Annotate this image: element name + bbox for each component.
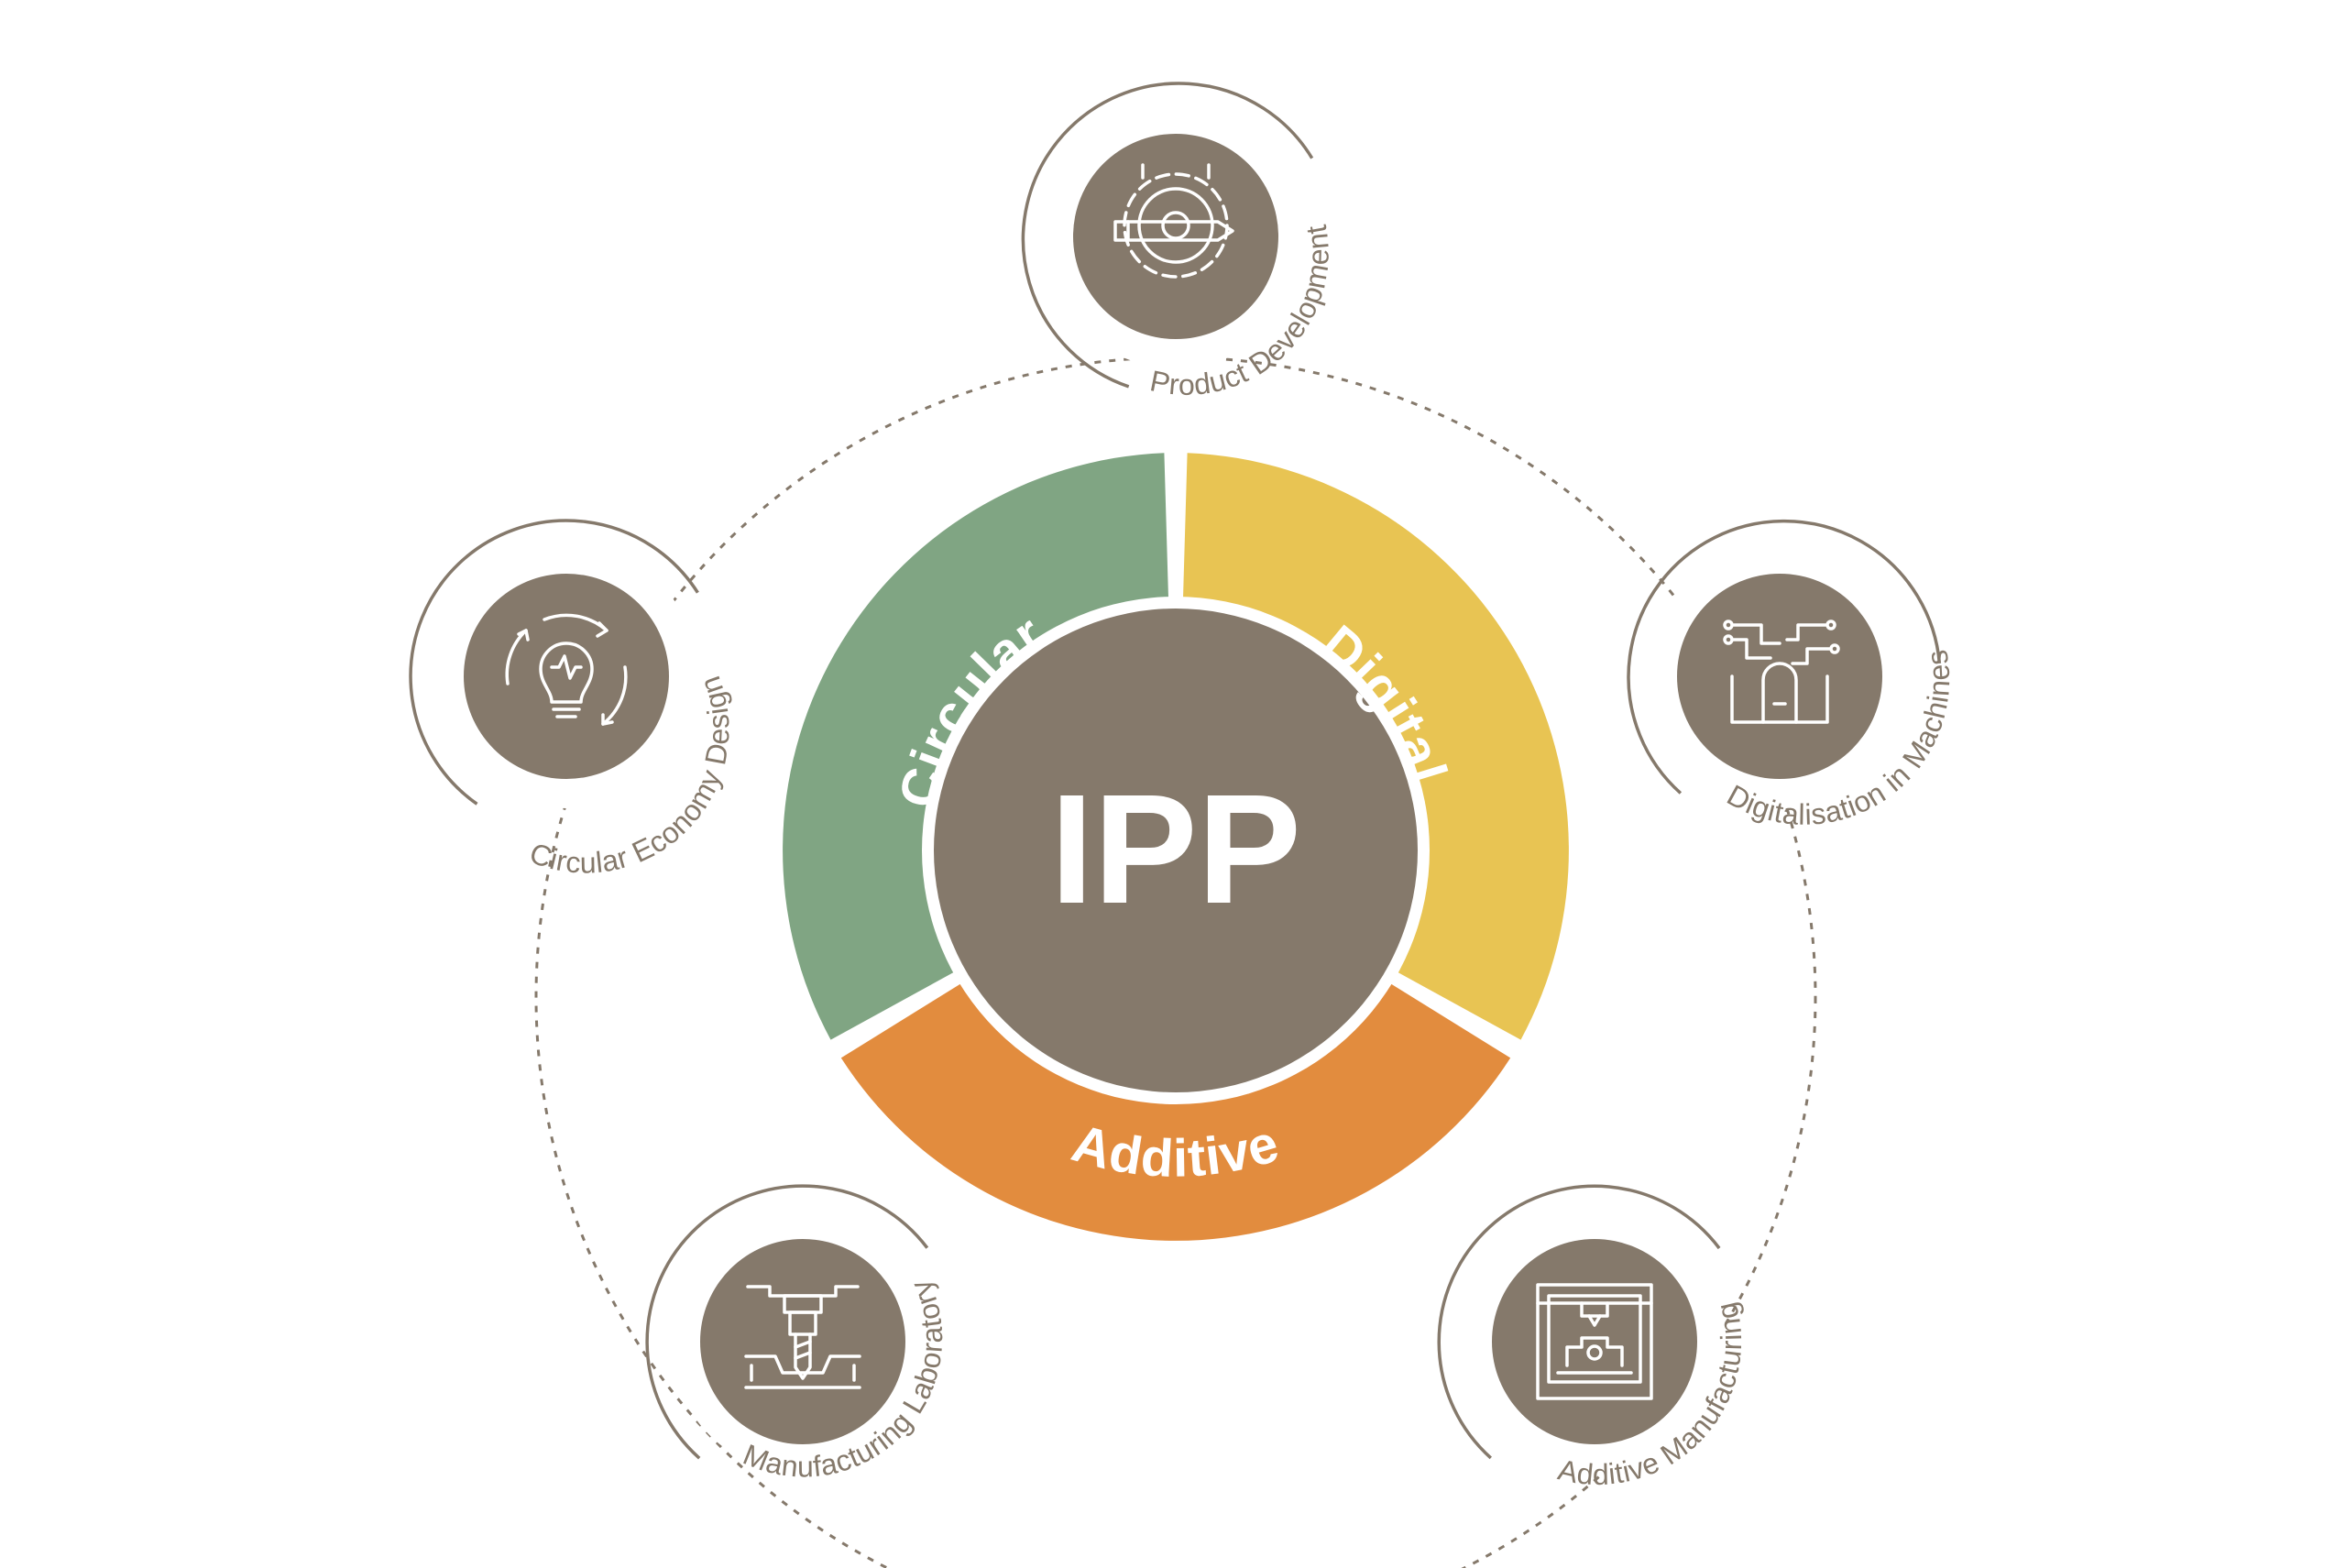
center-circle — [934, 609, 1418, 1092]
node-circular-economy-design: Circular Economy Design — [409, 519, 735, 880]
node-product-development: Product Development — [1021, 82, 1334, 401]
node-outline-arc — [1627, 519, 1942, 795]
node-circle — [464, 574, 669, 779]
gear-pencil-icon — [1113, 163, 1234, 279]
node-additive-manufacturing: Additive Manufacturing — [1437, 1184, 1748, 1491]
node-digitalisation-in-machines: Digitalisation in Machines — [1627, 519, 1956, 831]
milling-machine-icon — [744, 1285, 861, 1389]
3d-printer-icon — [1536, 1283, 1653, 1400]
center-label: IPP — [1050, 762, 1301, 937]
node-circle — [1677, 574, 1882, 779]
node-circle — [1073, 134, 1278, 339]
circuit-touch-icon — [1723, 620, 1840, 724]
node-circle — [1492, 1239, 1697, 1444]
node-outline-arc — [409, 519, 699, 806]
node-manufacturing-laboratory: Manufacturing Laboratory — [645, 1184, 948, 1484]
node-circle — [700, 1239, 905, 1444]
outer-dashed-ring — [534, 356, 1817, 1568]
node-outline-arc — [1437, 1184, 1721, 1460]
recycle-lightbulb-icon — [505, 613, 628, 726]
node-outline-arc — [1021, 82, 1314, 389]
node-outline-arc — [645, 1184, 929, 1460]
